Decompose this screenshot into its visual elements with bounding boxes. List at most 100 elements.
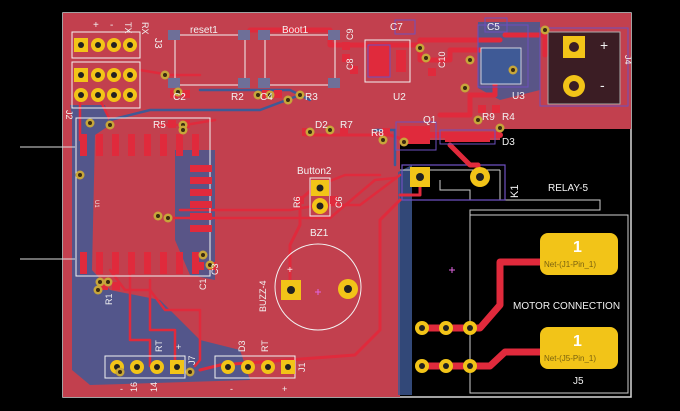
- u1-bottom-pad: [192, 252, 199, 274]
- label-relay5: RELAY-5: [548, 183, 588, 194]
- c2-pad-b: [182, 90, 190, 98]
- label-j1-pin-plus: +: [282, 384, 287, 394]
- c9-pad-a: [342, 42, 350, 50]
- relay-contact-hole: [443, 363, 449, 369]
- back-trace-3: [373, 128, 397, 167]
- u1-top-pad: [144, 134, 151, 156]
- relay-contact-hole: [419, 363, 425, 369]
- label-u3: U3: [512, 91, 525, 102]
- u1-bottom-pad: [176, 252, 183, 274]
- label-d3: D3: [502, 137, 515, 148]
- u1-side-pad: [190, 165, 212, 172]
- label-reset1: reset1: [190, 25, 218, 36]
- mcu-outline: [75, 117, 211, 277]
- label-c2: C2: [173, 92, 186, 103]
- label-c6: C6: [334, 196, 344, 208]
- c1-pad-a: [196, 262, 204, 270]
- label-d2: D2: [315, 120, 328, 131]
- label-r6: R6: [292, 196, 302, 208]
- label-j4-plus: +: [600, 37, 608, 53]
- label-c3: C3: [210, 263, 220, 275]
- back-copper-zone-relay: [398, 165, 412, 395]
- u1-bottom-pad: [96, 252, 103, 274]
- reset-button-outline: [174, 34, 246, 86]
- label-net-j5: Net-(J5-Pin_1): [544, 354, 596, 363]
- j3-hole-2: [95, 42, 101, 48]
- label-buzz4: BUZZ-4: [258, 281, 268, 313]
- u1-side-pad: [190, 177, 212, 184]
- u1-top-pad: [112, 134, 119, 156]
- r4-pad-a: [492, 105, 500, 113]
- boot-button-pads: [258, 30, 340, 88]
- via-hole: [166, 216, 170, 220]
- via-hole: [163, 73, 167, 77]
- relay-contact-hole: [443, 325, 449, 331]
- relay-contact-hole: [467, 325, 473, 331]
- buzzer-hole-plus: [287, 286, 295, 294]
- u1-side-pad: [190, 225, 212, 232]
- via-hole: [108, 123, 112, 127]
- label-k1: K1: [509, 185, 521, 198]
- j7-pin-labels: - 16 14 RT +: [120, 340, 181, 394]
- j7-outline: [104, 355, 186, 379]
- via-hole: [308, 130, 312, 134]
- label-j7-pin-plus: +: [176, 342, 181, 352]
- motor-area-outline: [469, 214, 629, 394]
- label-c1: C1: [198, 278, 208, 290]
- label-j2: J2: [64, 110, 74, 120]
- trace-relay-drive: [198, 198, 402, 372]
- via-hole: [328, 128, 332, 132]
- label-c5: C5: [487, 22, 500, 33]
- via-hole: [476, 118, 480, 122]
- boot-pad-br: [328, 78, 340, 88]
- u1-side-pad: [190, 201, 212, 208]
- marker-buzzer: [315, 289, 321, 295]
- c4-pad-b: [274, 90, 282, 98]
- j1-hole: [245, 364, 251, 370]
- via-hole: [106, 280, 110, 284]
- label-j1-pin-d3: D3: [237, 340, 247, 352]
- u2-pad-large: [367, 44, 391, 78]
- label-j3-pin-rx: RX: [140, 22, 150, 35]
- c7-footprint: [394, 19, 416, 35]
- boot-pad-bl: [258, 78, 270, 88]
- via-hole: [268, 93, 272, 97]
- u1-side-pad: [190, 213, 212, 220]
- label-pad-j1-number: 1: [573, 239, 582, 256]
- label-r3: R3: [305, 92, 318, 103]
- label-j4-minus: -: [600, 77, 605, 93]
- u1-bottom-pad: [80, 252, 87, 274]
- j3-hole-4: [127, 42, 133, 48]
- label-j7-pin-16: 16: [129, 382, 139, 392]
- via-hole: [298, 93, 302, 97]
- silkscreen-text: + - TX RX J3 reset1 Boot1 C7 C5 C9 C8 C1…: [64, 20, 633, 387]
- j2-hole-8: [127, 92, 133, 98]
- via-hole: [208, 263, 212, 267]
- u1-top-pad: [96, 134, 103, 156]
- label-r7: R7: [340, 120, 353, 131]
- relay-contact-hole: [467, 363, 473, 369]
- r9-pad-a: [478, 105, 486, 113]
- via-hole: [98, 280, 102, 284]
- via-hole: [188, 370, 192, 374]
- via-hole: [463, 86, 467, 90]
- j4-pad-round-hole: [569, 81, 579, 91]
- label-c4: C4: [260, 92, 273, 103]
- motor-pad-labels: 1 Net-(J1-Pin_1) 1 Net-(J5-Pin_1): [544, 239, 596, 363]
- boot-button-outline: [264, 34, 336, 86]
- via-hole: [498, 126, 502, 130]
- label-q1: Q1: [423, 115, 437, 126]
- label-c7: C7: [390, 22, 403, 33]
- u1-bottom-pad: [128, 252, 135, 274]
- u3-footprint: [477, 24, 529, 88]
- j2-hole-2: [95, 72, 101, 78]
- motor-pad-j5: [540, 327, 618, 369]
- label-c10: C10: [437, 51, 447, 68]
- u2-pad-small: [396, 50, 406, 72]
- c6-pad-a: [330, 196, 338, 204]
- c9-pad-b: [342, 54, 350, 62]
- trace-button: [288, 180, 322, 285]
- via-hole: [402, 140, 406, 144]
- j3-hole-3: [111, 42, 117, 48]
